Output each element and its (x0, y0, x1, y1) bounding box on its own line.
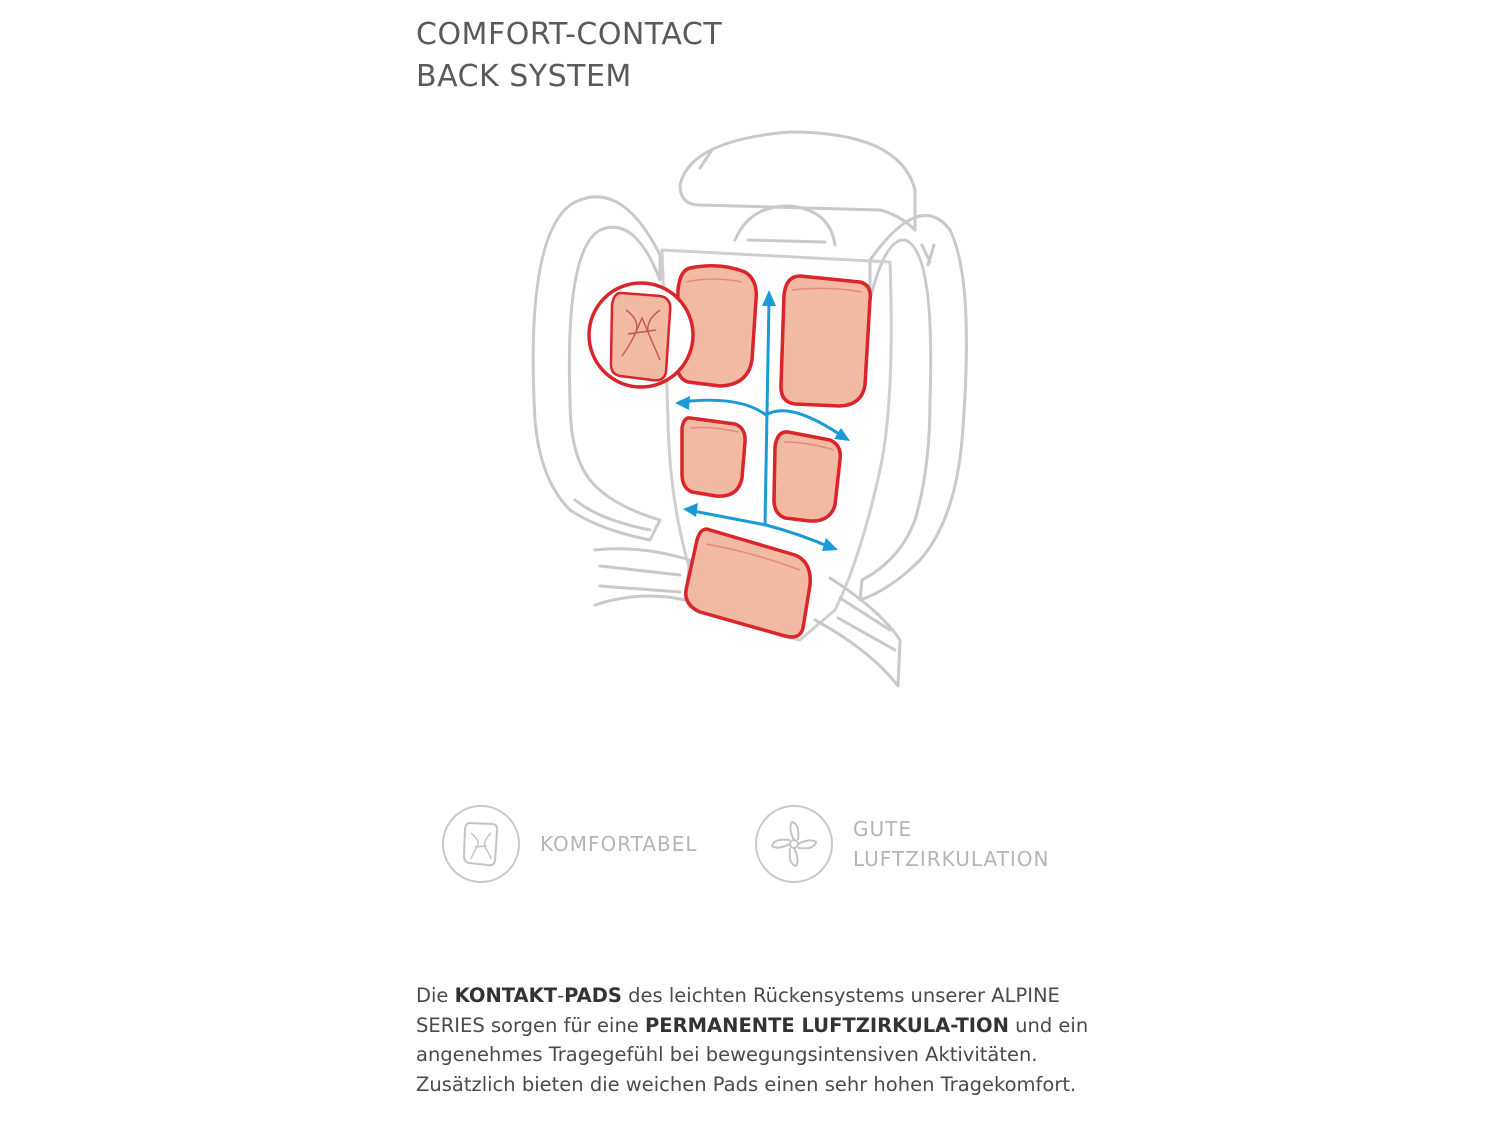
fan-icon (771, 821, 817, 867)
back-panel (660, 248, 893, 642)
feature-badge (442, 805, 520, 883)
airflow-arrow-vertical (763, 298, 771, 527)
feature-badge (755, 805, 833, 883)
hip-belt-left (593, 547, 692, 607)
backpack-illustration (531, 130, 968, 688)
feature-air-circulation: GUTE LUFTZIRKULATION (755, 805, 1049, 883)
page-title: COMFORT-CONTACT BACK SYSTEM (416, 14, 722, 98)
feature-label-comfortable: KOMFORTABEL (540, 832, 698, 856)
title-line-2: BACK SYSTEM (416, 59, 632, 95)
feature-comfortable: KOMFORTABEL (442, 805, 698, 883)
airflow-arrow-upper (678, 398, 847, 440)
pad-detail-magnifier (587, 281, 695, 389)
pad-bottom (684, 527, 812, 639)
airflow-arrow-lower (686, 508, 834, 550)
feature-label-air-circulation: GUTE LUFTZIRKULATION (853, 817, 1050, 871)
left-shoulder-strap (531, 195, 662, 542)
pad-icon (462, 821, 499, 867)
pad-middle-right (772, 430, 843, 523)
right-shoulder-strap (858, 213, 968, 602)
pad-top-left (675, 264, 759, 388)
backpack-lid (678, 130, 917, 232)
description-paragraph: Die KONTAKT-PADS des leichten Rückensyst… (416, 984, 1089, 1096)
pad-top-right (779, 274, 873, 408)
hip-belt-right (813, 576, 902, 688)
title-line-1: COMFORT-CONTACT (416, 17, 723, 53)
pad-middle-left (680, 416, 747, 498)
